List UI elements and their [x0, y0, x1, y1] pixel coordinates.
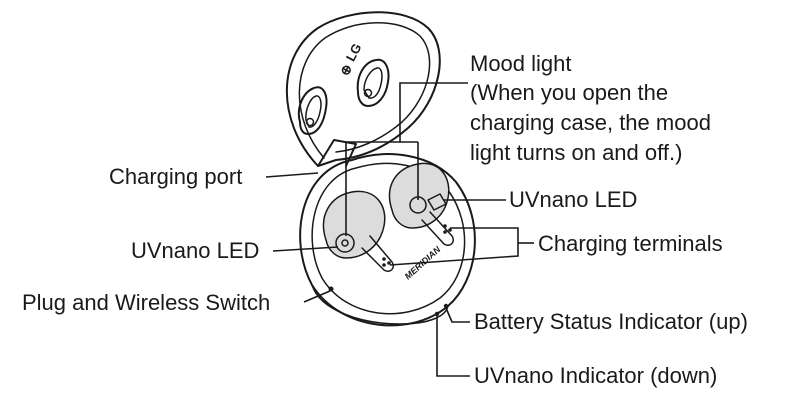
charging-port-leader — [265, 172, 319, 178]
mood-light-title: Mood light — [470, 51, 572, 76]
uvnano-indicator-label: UVnano Indicator (down) — [474, 363, 718, 388]
uvnano-led-left-leader — [272, 246, 339, 252]
charging-terminal-dots-left — [382, 257, 391, 267]
earbud-right — [388, 162, 455, 247]
uvnano-led-left-label: UVnano LED — [131, 238, 260, 263]
charging-terminals-label: Charging terminals — [538, 231, 723, 256]
case-lid: ⊕ LG — [285, 11, 441, 167]
charging-terminal-dots-right — [443, 224, 452, 234]
mood-light-note-line-3: light turns on and off.) — [470, 140, 683, 165]
battery-status-indicator-light — [443, 303, 449, 309]
uvnano-indicator-leader — [436, 316, 470, 377]
charging-port-label: Charging port — [109, 164, 243, 189]
mood-light-note-line-1: (When you open the — [470, 80, 669, 105]
svg-text:LG: LG — [343, 41, 365, 64]
svg-text:⊕: ⊕ — [337, 62, 355, 79]
plug-wireless-switch-leader — [303, 290, 331, 303]
uvnano-led-right-label: UVnano LED — [509, 187, 638, 212]
mood-light-leader — [345, 82, 468, 236]
battery-status-indicator-label: Battery Status Indicator (up) — [474, 309, 748, 334]
lid-earbud-cavity-right — [356, 58, 390, 107]
uvnano-indicator-light — [434, 311, 440, 317]
plug-wireless-switch-marker — [328, 286, 334, 292]
lid-earbud-cavity-left — [297, 86, 328, 135]
mood-light-note-line-2: charging case, the mood — [470, 110, 711, 135]
plug-wireless-switch-label: Plug and Wireless Switch — [22, 290, 271, 315]
battery-status-leader — [445, 307, 470, 323]
earbud-left — [322, 190, 395, 273]
charging-terminals-leader — [389, 227, 534, 266]
